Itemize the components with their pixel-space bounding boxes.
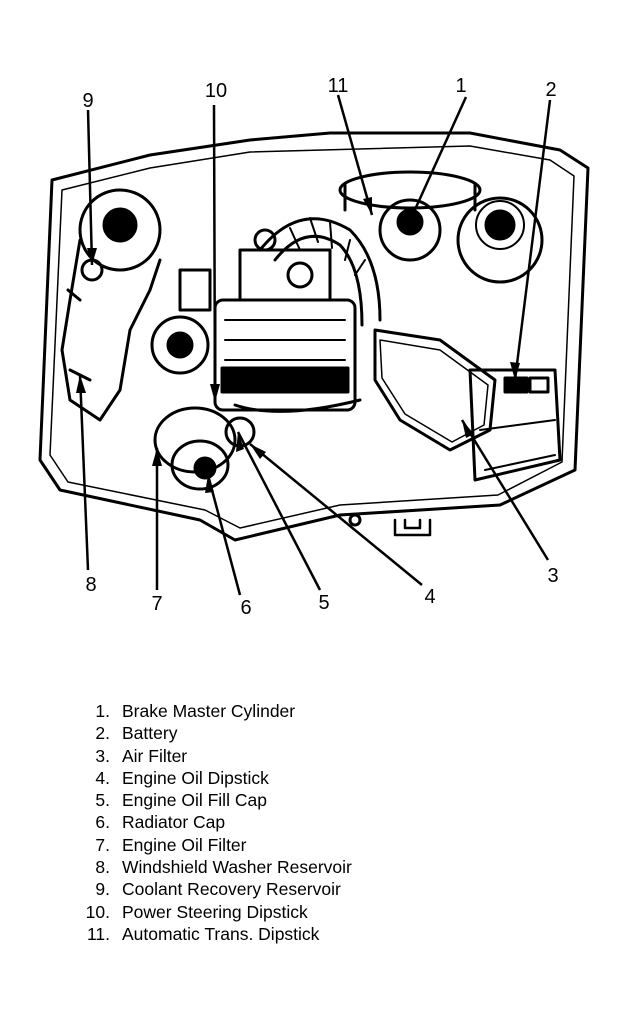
legend-number: 4.: [95, 767, 110, 788]
leader-line-1: [406, 96, 468, 226]
leader-line-8: [78, 374, 90, 571]
legend-item: 5. Engine Oil Fill Cap: [78, 789, 618, 811]
legend-number: 8.: [95, 857, 110, 878]
legend-number: 2.: [95, 723, 110, 744]
leader-line-4: [249, 443, 423, 586]
callout-8: 8: [85, 574, 96, 596]
legend-item: 8. Windshield Washer Reservoir: [78, 856, 618, 878]
legend-item: 4. Engine Oil Dipstick: [78, 767, 618, 789]
parts-legend: 1. Brake Master Cylinder 2. Battery 3. A…: [78, 700, 618, 945]
leader-line-11: [336, 94, 374, 216]
engine-front-assembly: [153, 398, 362, 491]
hood-latch: [348, 513, 432, 537]
legend-item: 1. Brake Master Cylinder: [78, 700, 618, 722]
legend-label: Coolant Recovery Reservoir: [122, 879, 341, 900]
legend-number: 11.: [86, 923, 110, 944]
callout-5: 5: [318, 592, 329, 614]
leader-line-5: [236, 431, 322, 591]
callout-2: 2: [545, 79, 556, 101]
strut-tower-right: [456, 196, 544, 284]
legend-number: 10.: [85, 901, 110, 922]
leader-line-6: [206, 474, 242, 596]
alternator: [150, 315, 210, 375]
legend-item: 9. Coolant Recovery Reservoir: [78, 878, 618, 900]
callout-11: 11: [328, 75, 349, 97]
legend-label: Battery: [122, 723, 178, 744]
legend-item: 11. Automatic Trans. Dipstick: [78, 923, 618, 945]
legend-label: Engine Oil Fill Cap: [122, 790, 267, 811]
engine-compartment-diagram: 1 2 3 4 5 6 7 8 9 10 11: [38, 75, 590, 619]
callout-7: 7: [151, 593, 162, 615]
legend-label: Automatic Trans. Dipstick: [122, 923, 320, 944]
callout-10: 10: [205, 80, 227, 102]
legend-number: 6.: [95, 812, 110, 833]
air-intake-hose: [258, 217, 382, 327]
legend-item: 6. Radiator Cap: [78, 811, 618, 833]
legend-label: Air Filter: [122, 745, 188, 766]
leader-line-9: [86, 109, 94, 266]
leader-line-2: [513, 99, 552, 381]
legend-item: 7. Engine Oil Filter: [78, 834, 618, 856]
legend-label: Engine Oil Filter: [122, 834, 247, 855]
legend-label: Windshield Washer Reservoir: [122, 857, 352, 878]
callout-9: 9: [82, 90, 93, 112]
coolant-recovery-reservoir: [60, 188, 162, 422]
air-filter-housing: [373, 328, 497, 452]
callout-6: 6: [240, 597, 251, 619]
callout-4: 4: [424, 586, 435, 608]
leader-line-10: [212, 104, 217, 403]
legend-item: 2. Battery: [78, 722, 618, 744]
battery: [468, 368, 562, 482]
callout-3: 3: [547, 565, 558, 587]
legend-number: 1.: [95, 701, 110, 721]
legend-label: Engine Oil Dipstick: [122, 767, 269, 788]
legend-number: 5.: [95, 790, 110, 811]
legend-label: Power Steering Dipstick: [122, 901, 308, 922]
legend-item: 10. Power Steering Dipstick: [78, 901, 618, 923]
legend-label: Brake Master Cylinder: [122, 701, 296, 721]
legend-label: Radiator Cap: [122, 812, 226, 833]
legend-number: 3.: [95, 745, 110, 766]
legend-item: 3. Air Filter: [78, 745, 618, 767]
callout-1: 1: [455, 75, 466, 97]
engine-block: [178, 228, 357, 412]
legend-number: 9.: [95, 879, 110, 900]
engine-bay-outline: [38, 131, 590, 542]
legend-number: 7.: [95, 834, 110, 855]
leader-line-3: [460, 419, 550, 561]
